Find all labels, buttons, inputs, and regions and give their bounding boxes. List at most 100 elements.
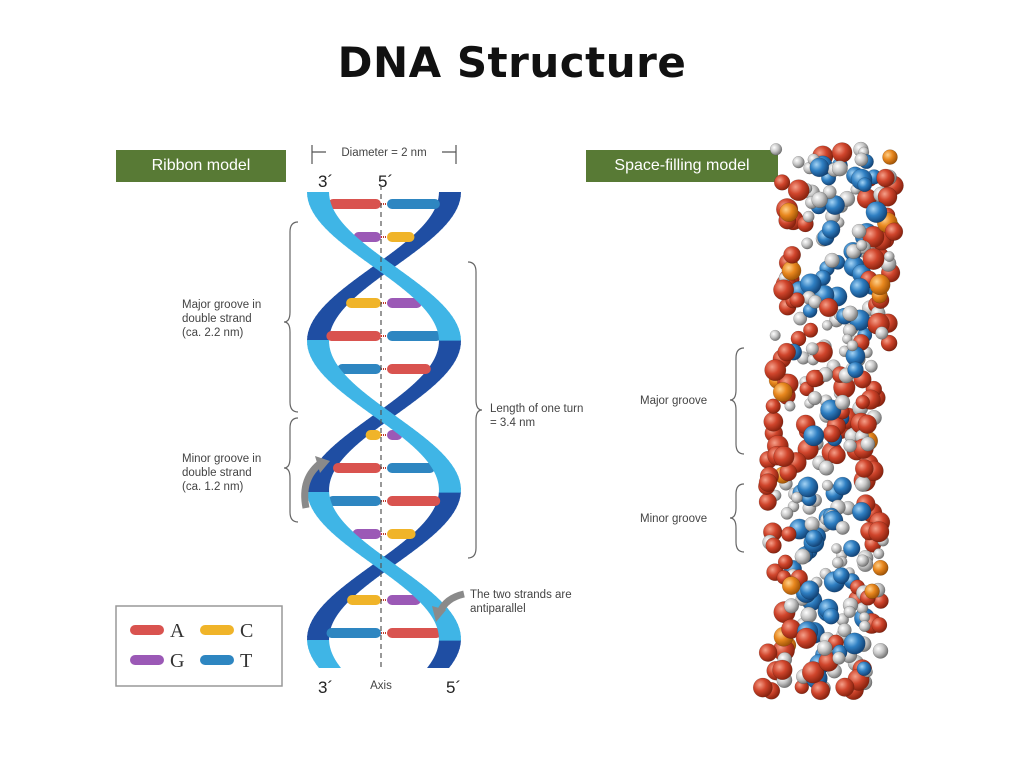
atom-sphere <box>850 278 870 298</box>
atom-sphere <box>855 476 871 492</box>
atom-sphere <box>781 507 793 519</box>
atom-sphere <box>793 156 805 168</box>
atom-sphere <box>800 581 819 600</box>
major-groove-line-2: double strand <box>182 313 252 325</box>
atom-sphere <box>874 548 885 559</box>
atom-sphere <box>859 621 870 632</box>
atom-sphere <box>866 202 887 223</box>
atom-sphere <box>822 320 832 330</box>
base-A <box>326 331 381 341</box>
atom-sphere <box>852 224 866 238</box>
base-T <box>337 364 381 374</box>
atom-sphere <box>873 643 888 658</box>
base-C <box>387 232 414 242</box>
major-groove-line-3: (ca. 2.2 nm) <box>182 327 244 339</box>
atom-sphere <box>822 220 840 238</box>
atom-sphere <box>857 555 869 567</box>
atom-sphere <box>759 644 777 662</box>
base-C <box>366 430 381 440</box>
atom-sphere <box>803 323 818 338</box>
legend-swatch-C <box>200 625 234 635</box>
atom-sphere <box>873 560 888 575</box>
atom-sphere <box>778 555 793 570</box>
base-A <box>387 364 431 374</box>
atom-sphere <box>835 395 850 410</box>
atom-sphere <box>812 192 828 208</box>
atom-sphere <box>817 641 832 656</box>
atom-sphere <box>766 538 782 554</box>
base-T <box>387 199 440 209</box>
atom-sphere <box>869 521 890 542</box>
atom-sphere <box>877 169 895 187</box>
major-groove-ribbon-annotation: Major groove in double strand (ca. 2.2 n… <box>182 222 298 412</box>
atom-sphere <box>788 180 809 201</box>
atom-sphere <box>883 150 898 165</box>
turn-length-annotation: Length of one turn = 3.4 nm <box>468 262 583 558</box>
atom-sphere <box>778 343 796 361</box>
atom-sphere <box>773 280 793 300</box>
atom-sphere <box>785 401 796 412</box>
atom-sphere <box>801 607 817 623</box>
legend-letter-G: G <box>170 650 184 672</box>
base-C <box>347 595 381 605</box>
atom-sphere <box>855 153 868 166</box>
minor-groove-ribbon-annotation: Minor groove in double strand (ca. 1.2 n… <box>182 418 298 522</box>
atom-sphere <box>858 178 872 192</box>
atom-sphere <box>806 530 823 547</box>
legend-swatch-G <box>130 655 164 665</box>
atom-sphere <box>861 437 875 451</box>
atom-sphere <box>802 238 813 249</box>
minor-groove-line-1: Minor groove in <box>182 453 261 465</box>
atom-sphere <box>884 251 894 261</box>
atom-sphere <box>855 459 873 477</box>
ribbon-helix <box>307 192 461 668</box>
diameter-bracket: Diameter = 2 nm <box>312 143 456 164</box>
atom-sphere <box>865 584 880 599</box>
atom-sphere <box>753 678 772 697</box>
atom-sphere <box>808 391 822 405</box>
diameter-label: Diameter = 2 nm <box>341 147 426 159</box>
strand-end-top-left: 3´ <box>318 172 333 191</box>
atom-sphere <box>858 415 877 434</box>
base-T <box>328 496 381 506</box>
legend-letter-T: T <box>240 650 252 672</box>
atom-sphere <box>836 521 850 535</box>
atom-sphere <box>833 567 849 583</box>
minor-groove-line-3: (ca. 1.2 nm) <box>182 481 244 493</box>
minor-groove-space-label: Minor groove <box>640 513 707 525</box>
atom-sphere <box>784 598 799 613</box>
atom-sphere <box>834 477 852 495</box>
atom-sphere <box>759 474 777 492</box>
atom-sphere <box>844 633 865 654</box>
atom-sphere <box>836 678 855 697</box>
atom-sphere <box>822 480 833 491</box>
atom-sphere <box>856 395 870 409</box>
atom-sphere <box>782 261 801 280</box>
atom-sphere <box>848 362 864 378</box>
atom-sphere <box>811 681 830 700</box>
atom-sphere <box>770 330 781 341</box>
atom-sphere <box>798 477 818 497</box>
atom-sphere <box>764 412 783 431</box>
base-T <box>327 628 381 638</box>
atom-sphere <box>803 425 824 446</box>
atom-sphere <box>843 540 860 557</box>
atom-sphere <box>773 382 792 401</box>
atom-sphere <box>833 652 846 665</box>
atom-sphere <box>870 274 891 295</box>
atom-sphere <box>844 606 856 618</box>
atom-sphere <box>774 446 795 467</box>
atom-sphere <box>766 399 781 414</box>
atom-sphere <box>765 359 786 380</box>
atom-sphere <box>784 246 801 263</box>
atom-sphere <box>847 340 858 351</box>
atom-sphere <box>774 175 790 191</box>
legend-letter-A: A <box>170 620 185 642</box>
base-A <box>387 496 440 506</box>
atom-sphere <box>806 370 823 387</box>
major-groove-space-annotation: Major groove <box>640 348 744 454</box>
atom-sphere <box>825 253 840 268</box>
base-A <box>328 199 381 209</box>
atom-sphere <box>803 211 814 222</box>
